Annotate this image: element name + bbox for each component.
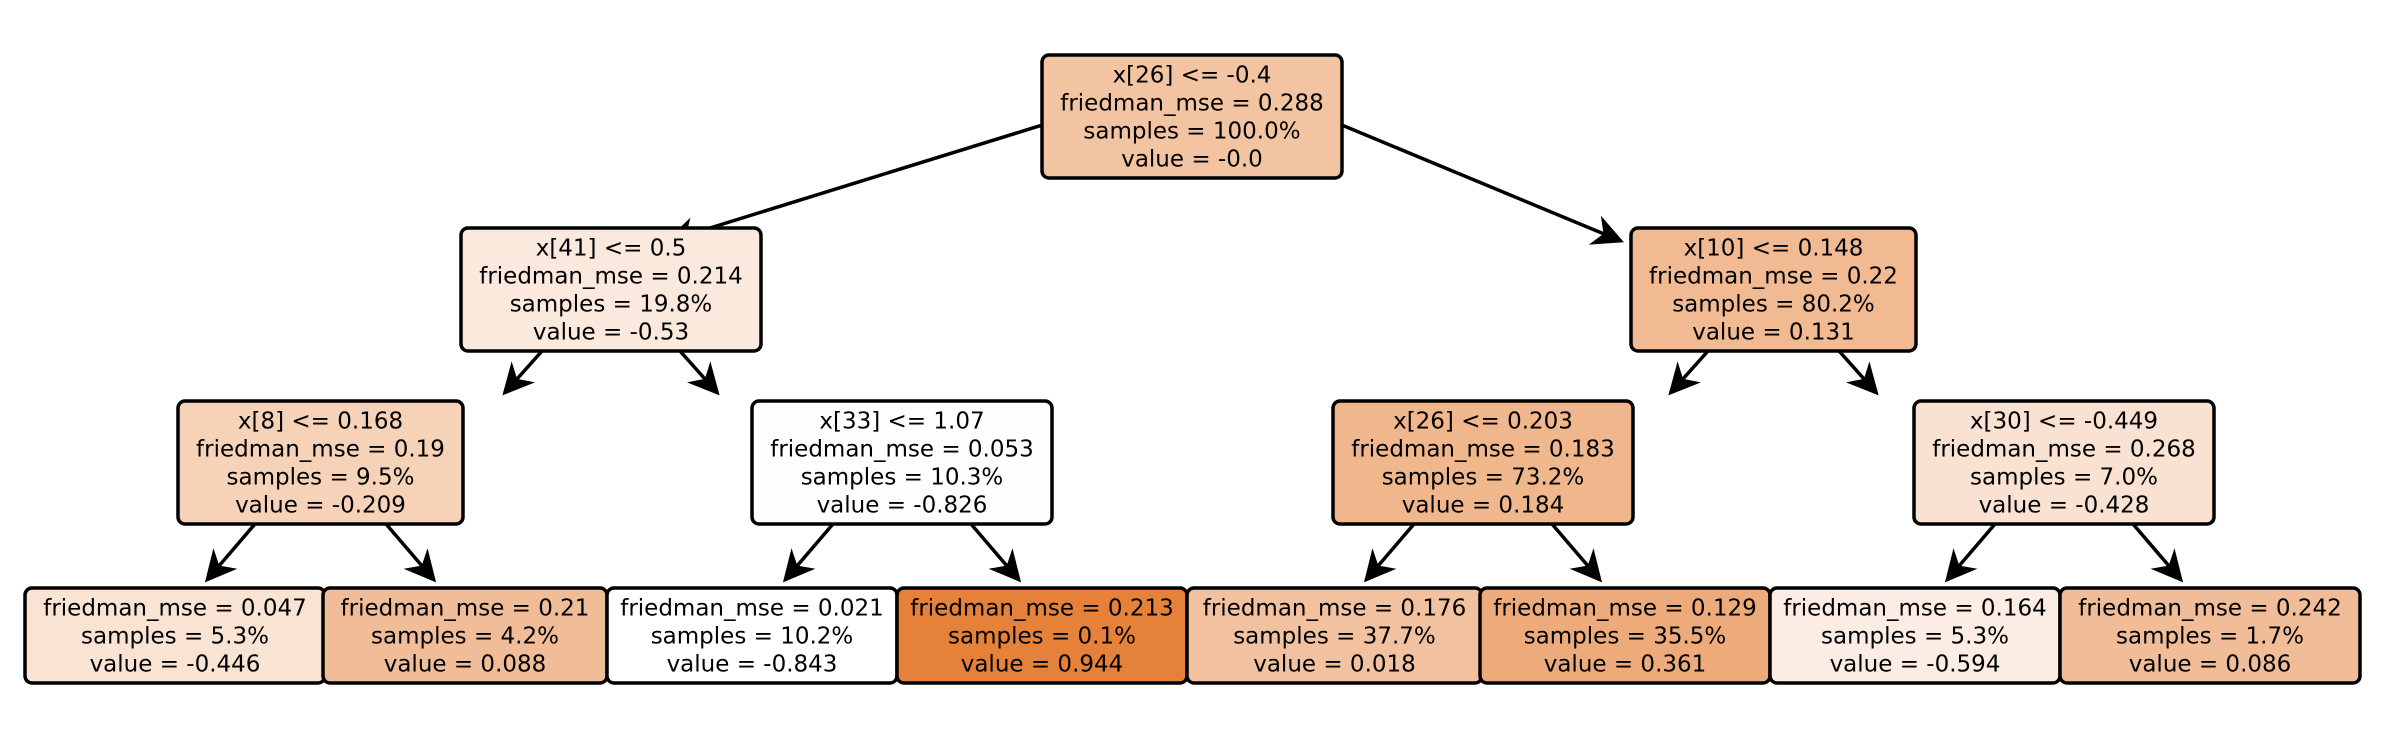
node-text-line: x[26] <= -0.4	[1113, 63, 1272, 89]
node-text-line: friedman_mse = 0.021	[620, 596, 884, 622]
node-text-line: samples = 0.1%	[948, 624, 1136, 650]
node-box	[1040, 53, 1344, 180]
node-box	[1331, 399, 1635, 526]
node-text-line: friedman_mse = 0.164	[1783, 596, 2047, 622]
edge-n3-n8	[384, 522, 437, 583]
node-text-line: samples = 5.3%	[1821, 624, 2009, 650]
node-text-line: samples = 10.3%	[801, 465, 1004, 491]
node-text-line: friedman_mse = 0.213	[910, 596, 1174, 622]
node-box	[750, 399, 1054, 526]
node-box	[459, 226, 763, 353]
node-text-line: value = 0.088	[384, 652, 547, 678]
node-text-line: friedman_mse = 0.19	[196, 437, 445, 463]
node-box	[176, 399, 465, 526]
node-text-line: value = 0.184	[1402, 493, 1565, 519]
edge-n1-n3	[502, 349, 544, 396]
node-text-line: value = -0.428	[1979, 493, 2150, 519]
edge-n2-n6	[1837, 349, 1879, 396]
node-text-line: x[33] <= 1.07	[819, 409, 984, 435]
edge-n4-n9	[782, 522, 835, 583]
node-text-line: friedman_mse = 0.242	[2078, 596, 2342, 622]
node-text-line: friedman_mse = 0.22	[1649, 264, 1898, 290]
node-text-line: value = -0.446	[90, 652, 261, 678]
node-text-line: samples = 1.7%	[2116, 624, 2304, 650]
node-text-line: value = -0.0	[1121, 147, 1263, 173]
node-text-line: x[41] <= 0.5	[536, 236, 687, 262]
node-text-line: friedman_mse = 0.183	[1351, 437, 1615, 463]
node-text-line: samples = 9.5%	[227, 465, 415, 491]
node-text-line: x[30] <= -0.449	[1970, 409, 2158, 435]
node-text-line: friedman_mse = 0.047	[43, 596, 307, 622]
edge-n0-n2	[1341, 123, 1624, 245]
node-text-line: x[26] <= 0.203	[1393, 409, 1573, 435]
node-text-line: samples = 35.5%	[1524, 624, 1727, 650]
node-text-line: samples = 80.2%	[1672, 292, 1875, 318]
node-text-line: samples = 7.0%	[1970, 465, 2158, 491]
node-text-line: x[8] <= 0.168	[238, 409, 403, 435]
node-text-line: friedman_mse = 0.214	[479, 264, 743, 290]
node-text-line: samples = 10.2%	[651, 624, 854, 650]
node-text-line: friedman_mse = 0.21	[341, 596, 590, 622]
node-text-line: x[10] <= 0.148	[1684, 236, 1864, 262]
edge-n6-n14	[2131, 522, 2184, 583]
node-text-line: value = 0.944	[961, 652, 1124, 678]
node-text-line: samples = 73.2%	[1382, 465, 1585, 491]
node-text-line: value = -0.53	[533, 320, 689, 346]
node-text-line: samples = 19.8%	[510, 292, 713, 318]
node-box	[2058, 586, 2362, 685]
node-text-line: value = -0.826	[817, 493, 988, 519]
node-text-line: samples = 37.7%	[1233, 624, 1436, 650]
node-text-line: value = 0.361	[1544, 652, 1707, 678]
edge-n2-n5	[1668, 349, 1710, 396]
edge-n5-n11	[1363, 522, 1416, 583]
node-text-line: friedman_mse = 0.129	[1493, 596, 1757, 622]
edge-n5-n12	[1550, 522, 1603, 583]
node-text-line: value = -0.843	[667, 652, 838, 678]
edge-n0-n1	[664, 123, 1043, 248]
node-text-line: friedman_mse = 0.053	[770, 437, 1034, 463]
node-text-line: samples = 5.3%	[81, 624, 269, 650]
edge-n3-n7	[204, 522, 257, 583]
node-text-line: value = 0.086	[2129, 652, 2292, 678]
node-box	[1629, 226, 1918, 353]
node-box	[1912, 399, 2216, 526]
node-text-line: value = 0.131	[1692, 320, 1855, 346]
node-text-line: friedman_mse = 0.288	[1060, 91, 1324, 117]
edge-n6-n13	[1944, 522, 1997, 583]
node-text-line: friedman_mse = 0.176	[1203, 596, 1467, 622]
edges-layer	[204, 123, 2184, 583]
node-text-line: samples = 100.0%	[1083, 119, 1300, 145]
node-text-line: value = 0.018	[1253, 652, 1416, 678]
node-text-line: friedman_mse = 0.268	[1932, 437, 2196, 463]
edge-n1-n4	[678, 349, 720, 396]
node-text-line: value = -0.209	[235, 493, 406, 519]
edge-n4-n10	[969, 522, 1022, 583]
node-text-line: samples = 4.2%	[371, 624, 559, 650]
node-text-line: value = -0.594	[1830, 652, 2001, 678]
